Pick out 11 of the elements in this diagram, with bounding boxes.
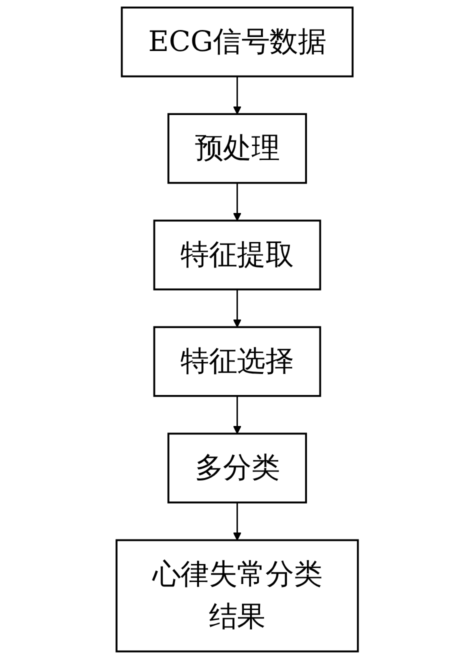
arrow xyxy=(232,289,242,328)
arrow xyxy=(232,502,242,541)
node-box: 多分类 xyxy=(167,432,307,504)
node-box: ECG信号数据 xyxy=(120,6,354,78)
node-box: 预处理 xyxy=(167,113,307,184)
arrow xyxy=(232,396,242,434)
node-box: 特征选择 xyxy=(153,326,321,397)
node-box: 特征提取 xyxy=(153,220,321,290)
arrow xyxy=(232,182,242,221)
arrow xyxy=(232,76,242,114)
node-box: 心律失常分类结果 xyxy=(115,539,359,652)
